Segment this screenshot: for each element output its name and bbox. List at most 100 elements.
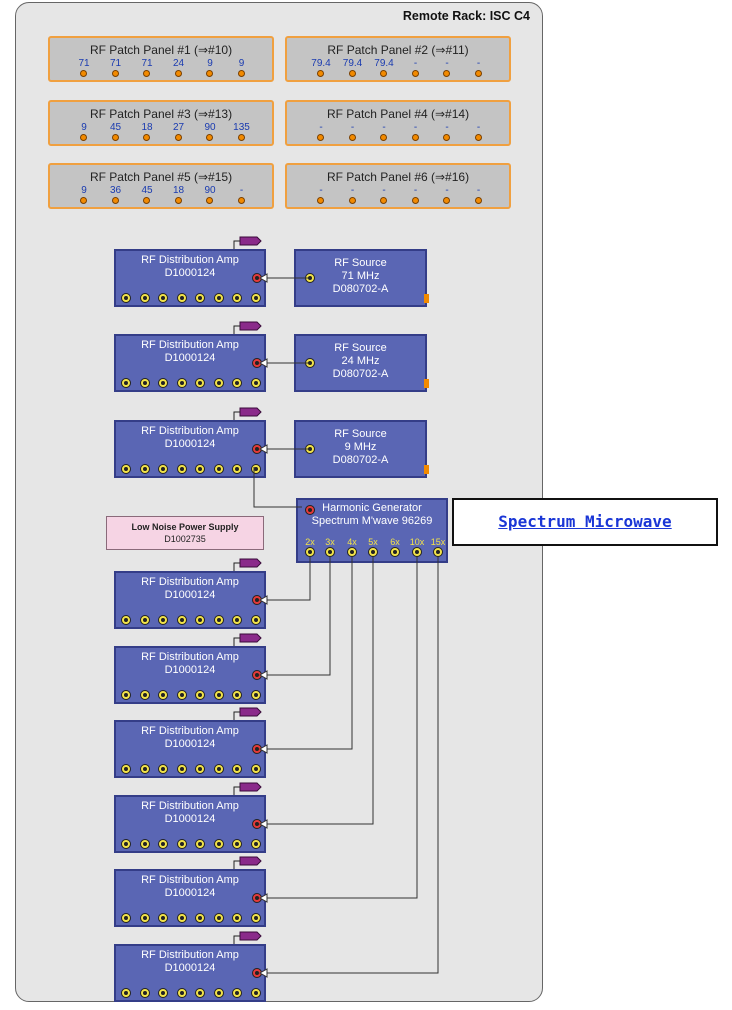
patch-panel-value: - [413, 58, 418, 69]
patch-connector [174, 134, 182, 141]
harmonic-output-jack [412, 547, 422, 557]
patch-panel-value: - [445, 122, 449, 133]
patch-connector [237, 70, 245, 77]
low-noise-power-supply: Low Noise Power Supply D1002735 [106, 516, 264, 550]
patch-panel-value: 18 [141, 122, 153, 133]
source-part: D080702-A [332, 368, 389, 380]
signal-arrow [258, 744, 268, 754]
amp-part: D1000124 [164, 813, 216, 825]
output-jack [232, 913, 242, 923]
output-jack [158, 913, 168, 923]
power-plug-icon [239, 558, 262, 568]
output-jack [250, 988, 261, 998]
amp-name: RF Distribution Amp [141, 651, 239, 663]
output-jack [139, 378, 150, 388]
output-jack [176, 293, 187, 303]
power-cable [233, 325, 240, 334]
spectrum-microwave-link[interactable]: Spectrum Microwave [498, 512, 672, 531]
patch-connector [206, 70, 213, 77]
output-jack [213, 615, 224, 625]
patch-connector [348, 197, 356, 204]
patch-panel-value: 71 [109, 58, 122, 69]
output-jack [158, 690, 168, 700]
harmonic-cable [266, 557, 418, 899]
patch-panel-value: - [476, 58, 481, 69]
power-cable [233, 935, 240, 944]
patch-connector [143, 197, 150, 204]
output-jack [250, 378, 261, 388]
output-jack [232, 464, 242, 474]
amp-name: RF Distribution Amp [141, 254, 239, 266]
patch-connector [411, 134, 419, 141]
output-jack [232, 764, 242, 774]
amp-name: RF Distribution Amp [141, 874, 239, 886]
output-jack [195, 615, 205, 625]
output-jack [250, 839, 261, 849]
patch-connector [111, 70, 119, 77]
signal-arrow [258, 595, 268, 605]
patch-panel-value: - [445, 58, 449, 69]
source-name: RF Source [334, 428, 387, 440]
harmonic-output-label: 4x [347, 537, 357, 547]
output-jack [176, 464, 187, 474]
power-cable [233, 786, 240, 795]
signal-arrow [258, 444, 268, 454]
harmonic-output-jack [347, 547, 357, 557]
source-part: D080702-A [332, 283, 389, 295]
output-jack [250, 293, 261, 303]
harmonic-output-label: 10x [409, 537, 425, 547]
patch-connector [380, 70, 387, 77]
power-cable [233, 637, 240, 646]
amp-name: RF Distribution Amp [141, 949, 239, 961]
amp-part: D1000124 [164, 589, 216, 601]
harmonic-output-jack [325, 547, 335, 557]
output-jack [121, 378, 131, 388]
patch-panel-value: 90 [204, 185, 216, 196]
patch-panel-value: 9 [81, 185, 87, 196]
power-plug-icon [239, 236, 262, 246]
status-indicator [424, 465, 429, 474]
patch-connector [411, 70, 419, 77]
harmonic-input-jack [305, 505, 315, 515]
output-jack [250, 615, 261, 625]
source-name: RF Source [334, 342, 387, 354]
patch-connector [443, 197, 450, 204]
patch-panel-value: 71 [78, 58, 90, 69]
output-jack [195, 690, 205, 700]
power-cable [233, 711, 240, 720]
patch-panel-value: 45 [109, 122, 122, 133]
patch-panel-title: RF Patch Panel #6 (⇒#16) [326, 170, 470, 184]
patch-connector [317, 197, 324, 204]
amp-part: D1000124 [164, 438, 216, 450]
source-frequency: 71 MHz [341, 270, 380, 282]
status-indicator [424, 294, 429, 303]
patch-panel-value: 9 [207, 58, 213, 69]
harmonic-generator: Harmonic Generator Spectrum M'wave 96269… [296, 498, 448, 563]
power-supply-part: D1002735 [164, 534, 206, 544]
rack-title: Remote Rack: ISC C4 [402, 9, 530, 23]
output-jack [121, 690, 131, 700]
patch-connector [237, 197, 245, 204]
patch-panel-value: 45 [141, 185, 153, 196]
patch-connector [474, 197, 482, 204]
power-plug-icon [239, 407, 262, 417]
status-indicator [424, 379, 429, 388]
amp-part: D1000124 [164, 267, 216, 279]
patch-panel-value: 90 [204, 122, 216, 133]
source-frequency: 9 MHz [344, 441, 377, 453]
output-jack [250, 913, 261, 923]
patch-connector [411, 197, 419, 204]
output-jack [213, 839, 224, 849]
harmonic-cable [266, 557, 331, 676]
power-plug-icon [239, 321, 262, 331]
amp-name: RF Distribution Amp [141, 425, 239, 437]
harmonic-generator-name: Harmonic Generator [322, 502, 422, 514]
amp-part: D1000124 [164, 352, 216, 364]
patch-connector [80, 134, 87, 141]
patch-connector [317, 134, 324, 141]
